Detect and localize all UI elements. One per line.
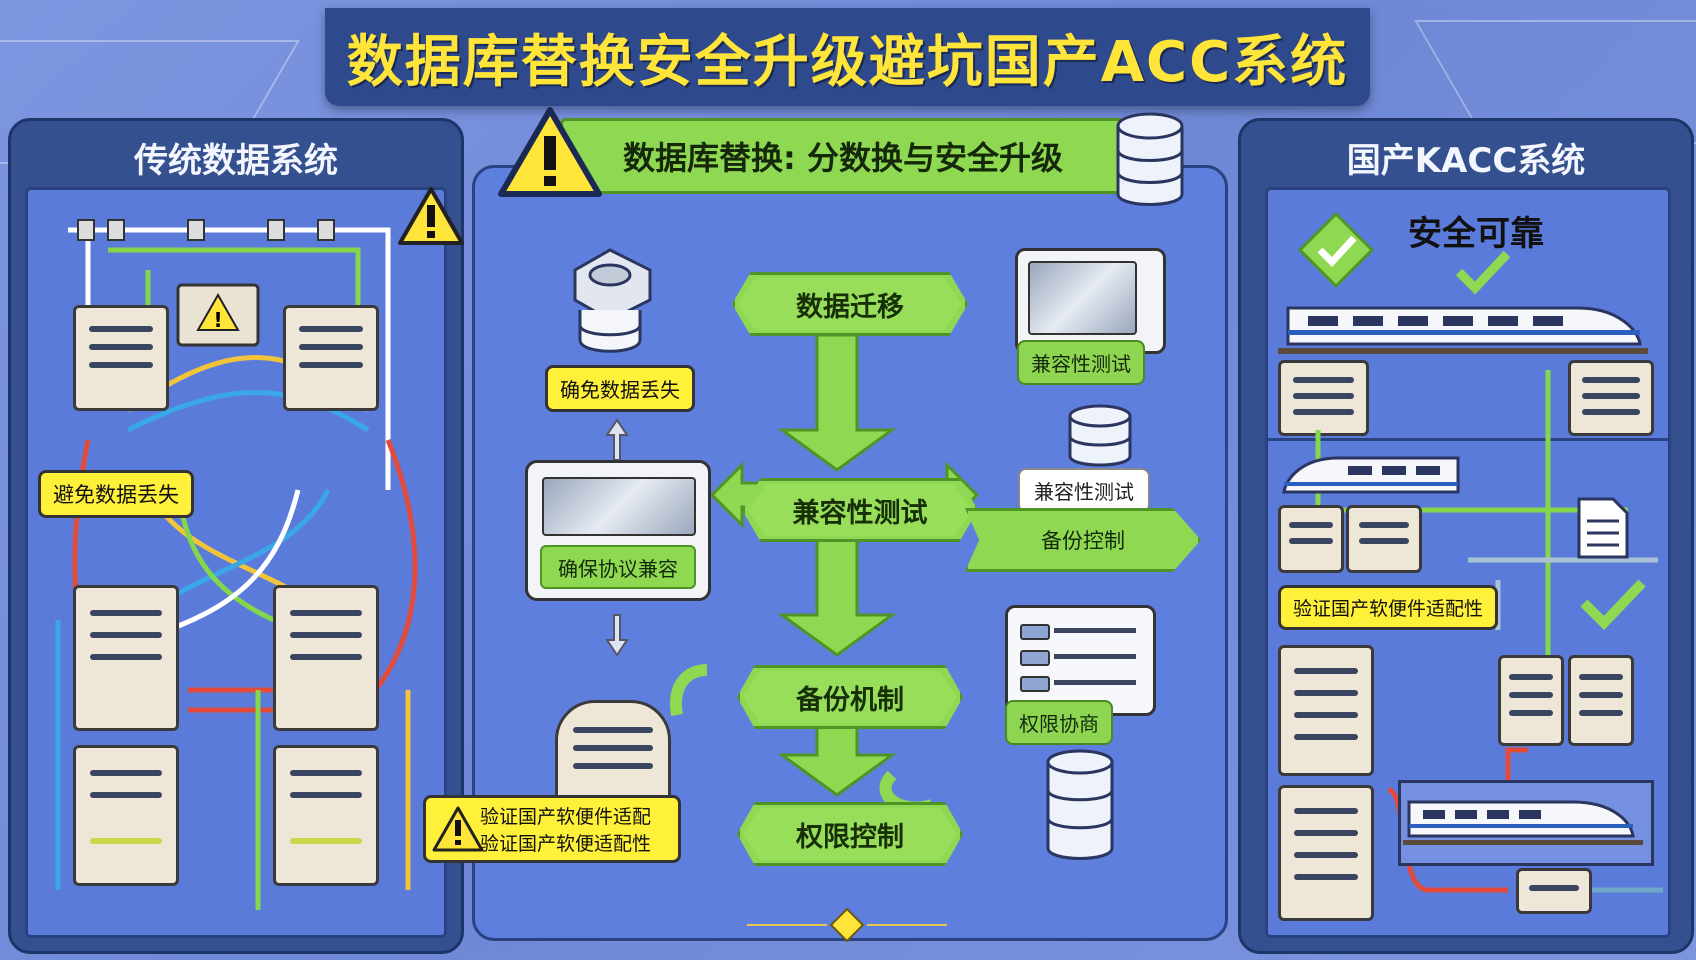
warning-icon (432, 806, 484, 852)
compat-test-label-2: 兼容性测试 (1018, 468, 1150, 513)
train-icon (1282, 456, 1460, 494)
server-unit (283, 305, 379, 411)
server-unit (273, 745, 379, 886)
svg-text:!: ! (213, 308, 222, 332)
center-panel-title: 数据库替换: 分数换与安全升级 (623, 139, 1063, 177)
verify-line-1: 验证国产软便件适配 (480, 806, 652, 828)
train-icon (1403, 800, 1643, 845)
flow-step-permission: 权限控制 (737, 802, 963, 866)
verify-label-box: 验证国产软便件适配 验证国产软便适配性 (423, 795, 681, 863)
verify-line-2: 验证国产软便适配性 (480, 833, 652, 855)
avoid-data-loss-label: 避免数据丢失 (38, 470, 194, 518)
database-icon (1046, 749, 1114, 860)
page-title: 数据库替换安全升级避坑国产ACC系统 (346, 29, 1349, 95)
verify-adapter-label: 验证国产软便件适配性 (1278, 585, 1499, 630)
server-unit (1278, 785, 1374, 921)
left-panel-body: ! 避免数据丢失 (25, 187, 447, 938)
protocol-label: 确保协议兼容 (540, 545, 696, 589)
server-unit (1568, 360, 1654, 436)
server-unit (1278, 360, 1369, 436)
right-panel-body: 安全可靠 (1265, 187, 1671, 938)
backup-control-banner: 备份控制 (965, 508, 1201, 572)
server-unit (73, 305, 169, 411)
server-unit (73, 745, 179, 886)
center-header: 数据库替换: 分数换与安全升级 (560, 118, 1126, 194)
protocol-monitor: 确保协议兼容 (525, 460, 711, 601)
storage-device-icon (573, 248, 652, 353)
server-unit (1346, 505, 1422, 573)
title-bar: 数据库替换安全升级避坑国产ACC系统 (325, 8, 1370, 106)
safe-reliable-label: 安全可靠 (1408, 214, 1544, 254)
server-unit (1278, 645, 1374, 776)
train-icon (1278, 306, 1648, 354)
flow-step-backup: 备份机制 (737, 665, 963, 729)
document-icon (1577, 497, 1629, 559)
server-unit (1516, 868, 1592, 914)
flow-step-compat-test: 兼容性测试 (742, 478, 978, 542)
server-unit (73, 585, 179, 731)
monitor-screen (1028, 261, 1137, 335)
cable-diagram: ! (55, 219, 418, 910)
server-unit (273, 585, 379, 731)
ornament-icon (747, 907, 947, 943)
database-icon (1068, 404, 1132, 467)
right-panel-title: 国产KACC系统 (1346, 141, 1586, 181)
warning-icon (398, 187, 464, 245)
server-unit (1498, 655, 1564, 746)
database-icon (1116, 112, 1184, 206)
right-panel: 国产KACC系统 安全可靠 (1238, 118, 1694, 954)
ensure-no-loss-label: 确免数据丢失 (545, 365, 695, 412)
left-panel: 传统数据系统 (8, 118, 464, 954)
flow-step-data-migration: 数据迁移 (732, 272, 968, 336)
server-unit (1568, 655, 1634, 746)
check-icon (1580, 579, 1646, 631)
check-icon (1455, 250, 1511, 295)
warning-icon (498, 107, 602, 197)
test-monitor (1015, 248, 1166, 354)
permission-label: 权限协商 (1005, 700, 1113, 745)
compat-test-label: 兼容性测试 (1017, 340, 1145, 385)
divider (1268, 438, 1668, 441)
server-unit (1278, 505, 1344, 573)
left-panel-title: 传统数据系统 (134, 141, 338, 181)
diamond-check-icon (1297, 211, 1375, 289)
monitor-screen (542, 477, 696, 536)
